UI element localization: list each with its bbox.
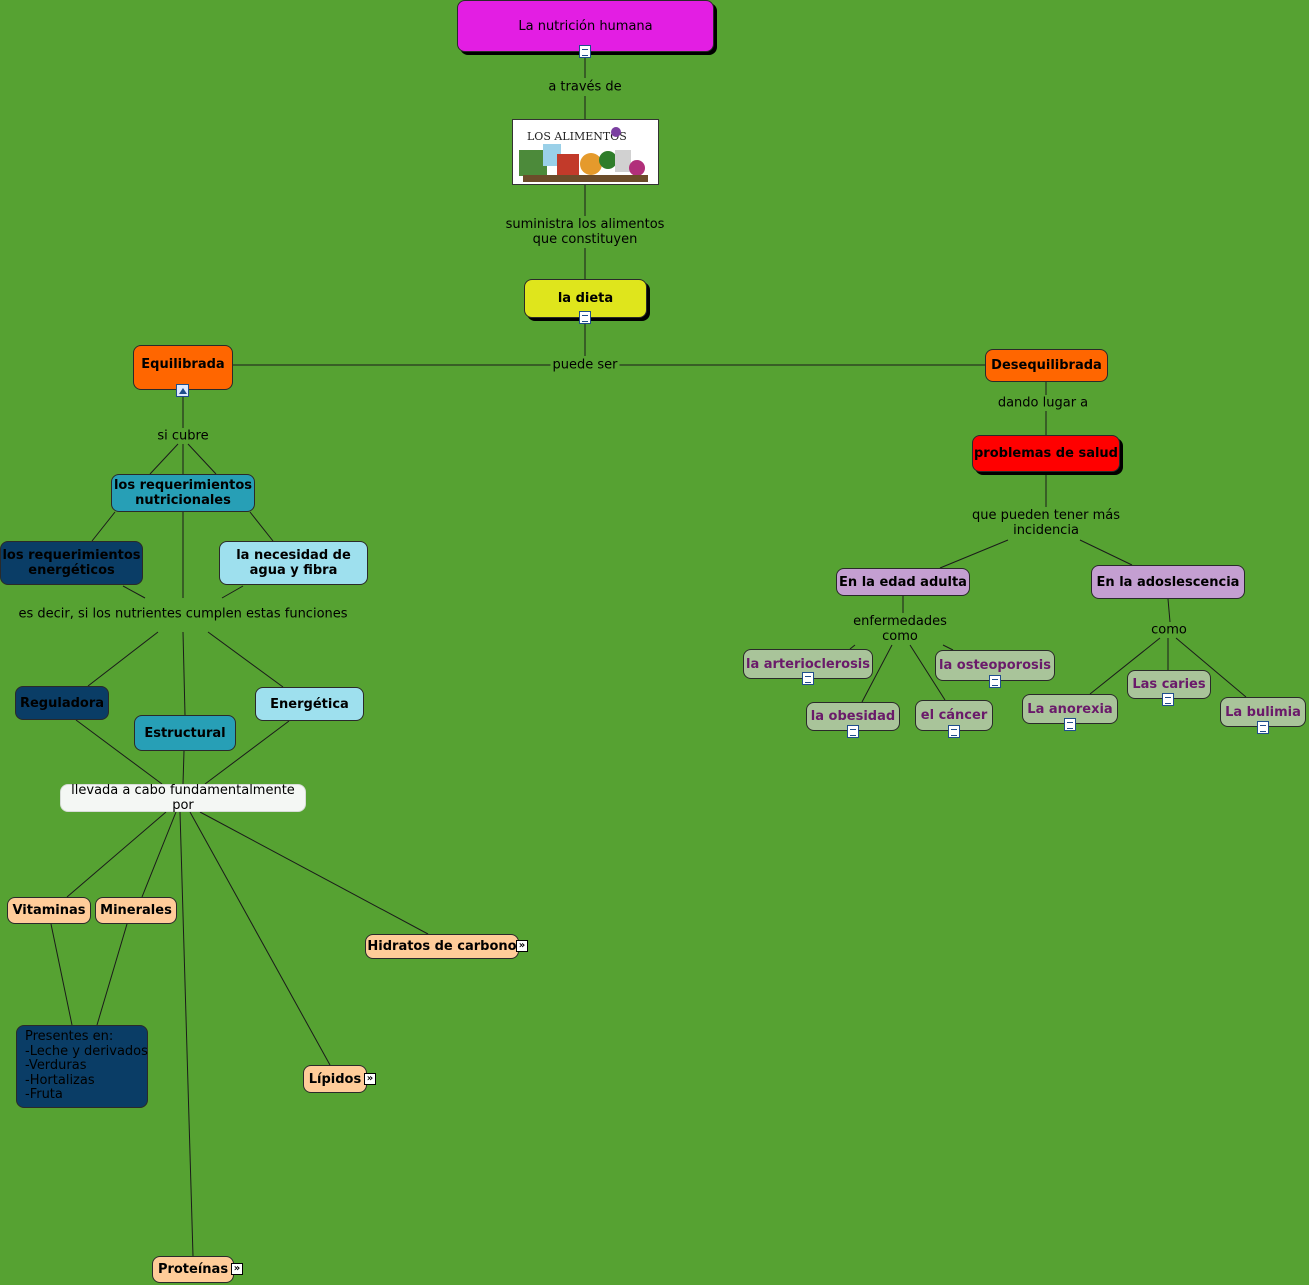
root-label: La nutrición humana xyxy=(518,19,652,34)
resource-doc-icon[interactable] xyxy=(847,725,859,738)
minerales-label: Minerales xyxy=(100,903,172,918)
minerales-node[interactable]: Minerales xyxy=(95,897,177,924)
foods-image: LOS ALIMENTOS xyxy=(513,120,658,184)
equilibrada-label: Equilibrada xyxy=(141,357,224,372)
vitaminas-label: Vitaminas xyxy=(12,903,85,918)
llevada-node[interactable]: llevada a cabo fundamentalmente por xyxy=(60,784,306,812)
link-si-cubre: si cubre xyxy=(155,429,210,444)
desequilibrada-node[interactable]: Desequilibrada xyxy=(985,349,1108,382)
link-dando-lugar: dando lugar a xyxy=(996,396,1090,411)
resource-doc-icon[interactable] xyxy=(989,675,1001,688)
proteinas-node[interactable]: Proteínas xyxy=(152,1256,234,1283)
resource-image-icon[interactable] xyxy=(176,384,189,397)
estructural-node[interactable]: Estructural xyxy=(134,715,236,751)
proteinas-label: Proteínas xyxy=(158,1262,228,1277)
link-que-pueden: que pueden tener más incidencia xyxy=(970,508,1122,538)
resource-doc-icon[interactable] xyxy=(802,672,814,685)
link-a-traves: a través de xyxy=(546,80,623,95)
adolescencia-label: En la adoslescencia xyxy=(1097,575,1240,590)
vitaminas-node[interactable]: Vitaminas xyxy=(7,897,91,924)
req-nutricionales-label: los requerimientos nutricionales xyxy=(112,478,254,508)
presentes-label: Presentes en: -Leche y derivados -Verdur… xyxy=(25,1030,148,1103)
agua-fibra-node[interactable]: la necesidad de agua y fibra xyxy=(219,541,368,585)
link-que-pueden-text: que pueden tener más incidencia xyxy=(972,508,1120,538)
req-nutricionales-node[interactable]: los requerimientos nutricionales xyxy=(111,474,255,512)
arterioclerosis-label: la arterioclerosis xyxy=(746,657,870,672)
reguladora-node[interactable]: Reguladora xyxy=(15,686,109,720)
edad-adulta-label: En la edad adulta xyxy=(839,575,967,590)
resource-doc-icon[interactable] xyxy=(948,725,960,738)
link-suministra-text: suministra los alimentos que constituyen xyxy=(506,217,665,247)
link-puede-ser: puede ser xyxy=(551,358,620,373)
bulimia-label: La bulimia xyxy=(1225,705,1301,720)
estructural-label: Estructural xyxy=(144,726,225,741)
desequilibrada-label: Desequilibrada xyxy=(991,358,1102,373)
resource-doc-icon[interactable] xyxy=(579,311,591,324)
link-como: como xyxy=(1149,623,1189,638)
adolescencia-node[interactable]: En la adoslescencia xyxy=(1091,565,1245,599)
lipidos-label: Lípidos xyxy=(309,1072,361,1087)
foods-illustration: LOS ALIMENTOS xyxy=(512,119,659,185)
problemas-label: problemas de salud xyxy=(974,446,1118,461)
resource-doc-icon[interactable] xyxy=(1162,693,1174,706)
llevada-label: llevada a cabo fundamentalmente por xyxy=(61,783,305,813)
expand-arrow-icon[interactable]: » xyxy=(231,1263,243,1275)
expand-arrow-icon[interactable]: » xyxy=(516,940,528,952)
link-es-decir: es decir, si los nutrientes cumplen esta… xyxy=(16,607,349,622)
link-enfermedades-text: enfermedades como xyxy=(853,614,947,644)
reguladora-label: Reguladora xyxy=(20,696,104,711)
resource-doc-icon[interactable] xyxy=(1257,721,1269,734)
edad-adulta-node[interactable]: En la edad adulta xyxy=(836,568,970,596)
cancer-label: el cáncer xyxy=(921,708,987,723)
hidratos-label: Hidratos de carbono xyxy=(367,939,516,954)
caries-label: Las caries xyxy=(1132,677,1205,692)
dieta-label: la dieta xyxy=(558,291,613,306)
hidratos-node[interactable]: Hidratos de carbono xyxy=(365,934,519,959)
agua-fibra-label: la necesidad de agua y fibra xyxy=(220,548,367,578)
osteoporosis-label: la osteoporosis xyxy=(939,658,1051,673)
link-enfermedades: enfermedades como xyxy=(851,614,949,644)
problemas-node[interactable]: problemas de salud xyxy=(972,435,1120,472)
resource-doc-icon[interactable] xyxy=(579,45,591,58)
req-energeticos-node[interactable]: los requerimientos energéticos xyxy=(0,541,143,585)
anorexia-label: La anorexia xyxy=(1027,702,1112,717)
lipidos-node[interactable]: Lípidos xyxy=(303,1065,367,1093)
energetica-node[interactable]: Energética xyxy=(255,687,364,721)
link-suministra: suministra los alimentos que constituyen xyxy=(504,217,667,247)
presentes-node[interactable]: Presentes en: -Leche y derivados -Verdur… xyxy=(16,1025,148,1108)
resource-doc-icon[interactable] xyxy=(1064,718,1076,731)
obesidad-label: la obesidad xyxy=(811,709,895,724)
expand-arrow-icon[interactable]: » xyxy=(364,1073,376,1085)
energetica-label: Energética xyxy=(270,697,349,712)
req-energeticos-label: los requerimientos energéticos xyxy=(1,548,142,578)
